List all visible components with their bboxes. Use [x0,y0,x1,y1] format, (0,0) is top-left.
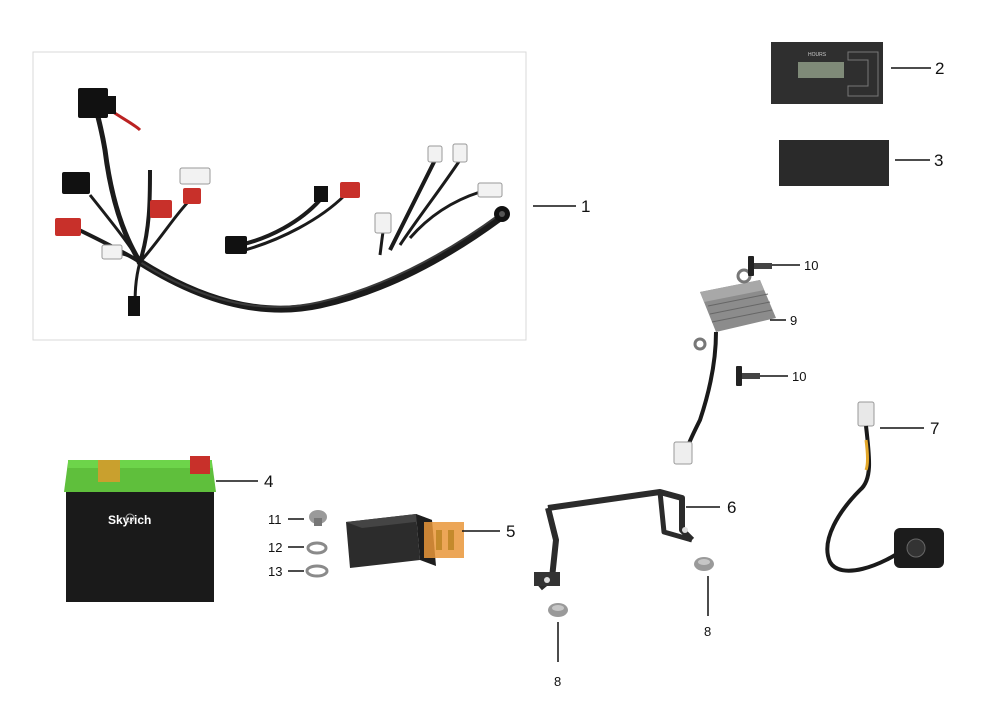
callout-9: 9 [790,313,797,328]
battery-brand-label: Skyrich [108,513,151,527]
callout-1: 1 [581,197,590,216]
callout-5: 5 [506,522,515,541]
callout-10-upper: 10 [804,258,818,273]
wiring-harness-part [32,51,527,341]
flat-washer-13 [305,564,329,578]
hour-meter-label: HOURS [808,52,827,58]
foam-pad-part [779,140,889,186]
callout-4: 4 [264,472,273,491]
callout-13: 13 [268,564,282,579]
leader-lines [216,67,931,662]
bolt-8-right [694,557,714,571]
callout-8-bottom: 8 [554,674,561,689]
bracket-part [534,489,695,591]
callout-12: 12 [268,540,282,555]
callout-11: 11 [268,512,282,527]
battery-part: Skyrich [64,456,216,602]
screw-11 [309,510,327,526]
callout-10-lower: 10 [792,369,806,384]
callout-8-right: 8 [704,624,711,639]
sensor-switch-part [825,401,944,573]
callout-6: 6 [727,498,736,517]
bolt-10-lower [736,366,760,386]
bolt-10-upper [748,256,772,276]
callout-2: 2 [935,59,944,78]
bolt-8-bottom [548,603,568,617]
callout-3: 3 [934,151,943,170]
callout-7: 7 [930,419,939,438]
regulator-part [673,268,776,465]
spring-washer-12 [306,541,328,555]
relay-part [346,514,464,568]
hour-meter-part: HOURS [771,42,883,104]
